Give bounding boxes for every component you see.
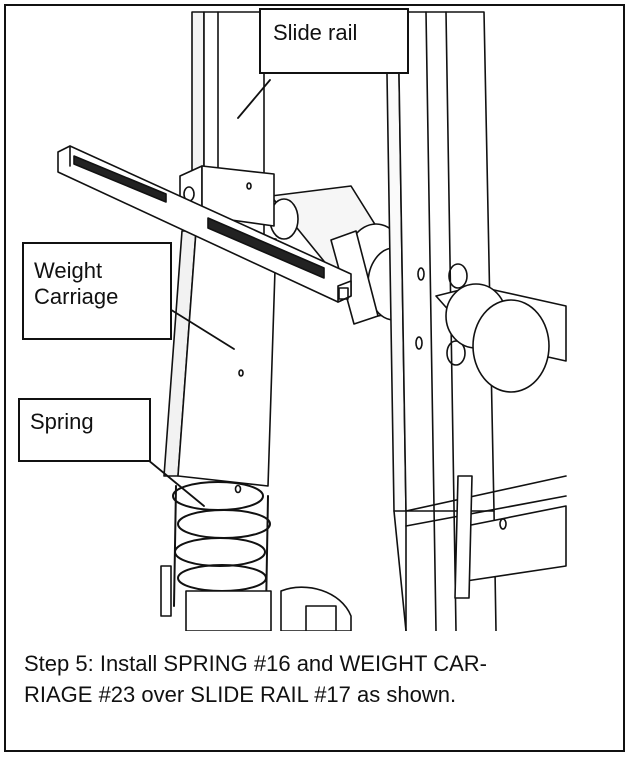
weight-carriage-drawing <box>163 165 277 494</box>
callout-slide-rail-label: Slide rail <box>273 20 358 45</box>
callout-spring: Spring <box>18 398 151 462</box>
assembly-illustration <box>57 11 567 631</box>
caption-line-2: RIAGE #23 over SLIDE RAIL #17 as shown. <box>24 682 457 707</box>
base-bracket <box>160 565 352 631</box>
carriage-bar <box>57 145 352 303</box>
step-caption: Step 5: Install SPRING #16 and WEIGHT CA… <box>24 648 614 710</box>
callout-weight-carriage-line2: Carriage <box>34 283 119 309</box>
upright-frame <box>385 11 497 631</box>
callout-weight-carriage: Weight Carriage <box>22 242 172 340</box>
callout-slide-rail: Slide rail <box>259 8 409 74</box>
spring-drawing <box>172 481 271 612</box>
caption-line-1: Step 5: Install SPRING #16 and WEIGHT CA… <box>24 651 487 676</box>
callout-spring-label: Spring <box>30 409 94 434</box>
right-support-tube <box>405 283 567 599</box>
callout-weight-carriage-line1: Weight <box>34 258 103 283</box>
